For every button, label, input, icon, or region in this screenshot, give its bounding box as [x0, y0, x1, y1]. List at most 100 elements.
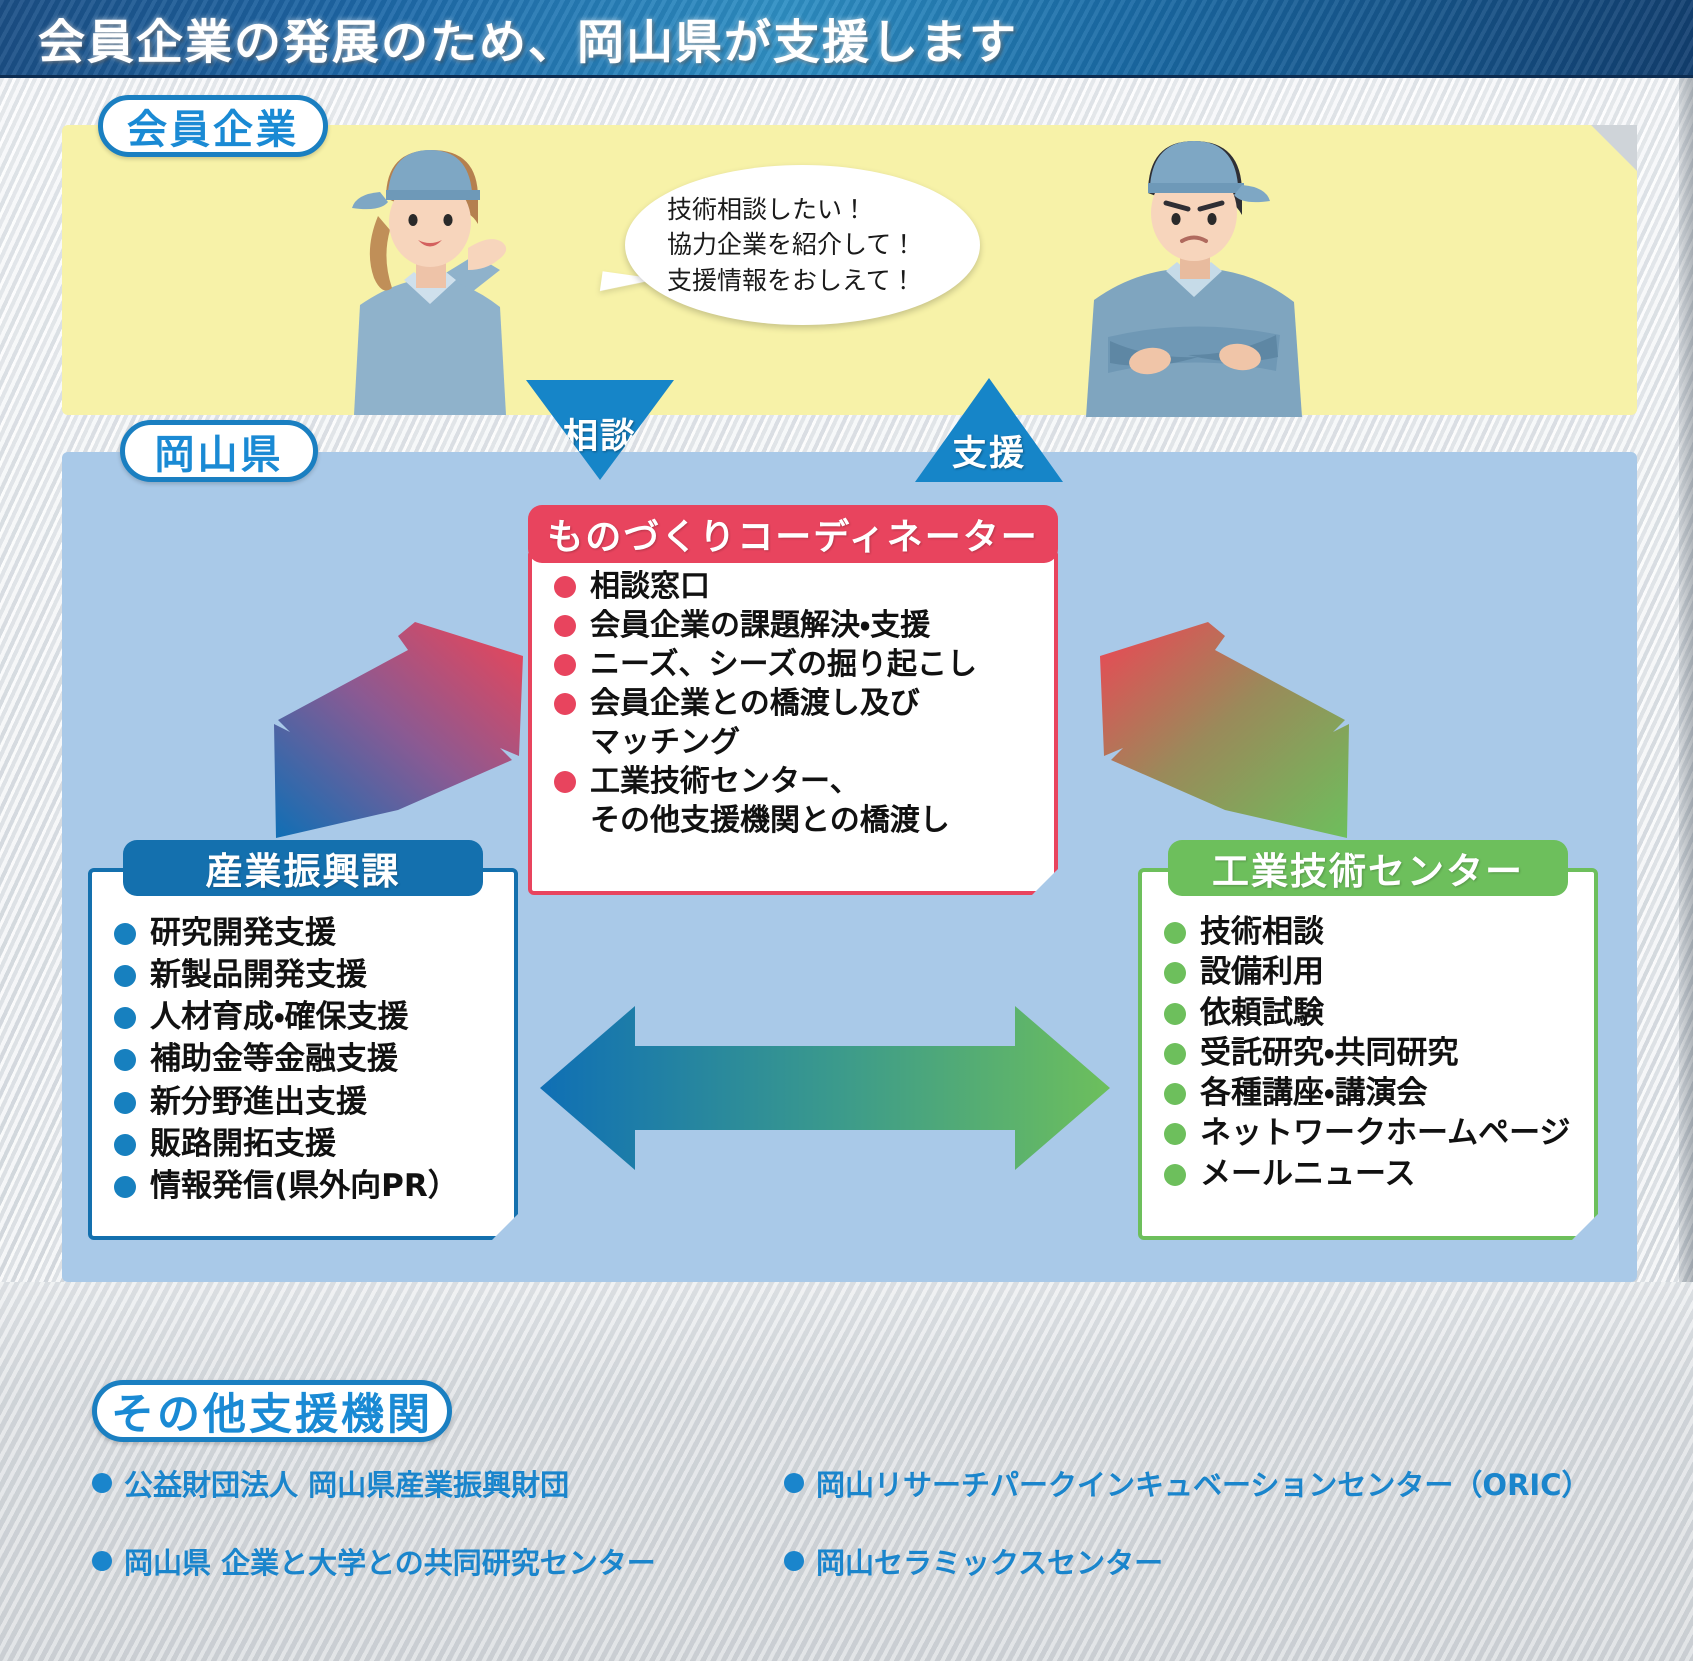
bullet-dot-icon — [1164, 922, 1186, 944]
other-institution-label: 公益財団法人 岡山県産業振興財団 — [124, 1468, 570, 1502]
coordinator-item-label: 会員企業との橋渡し及び — [590, 686, 920, 721]
coordinator-item-label: 会員企業の課題解決・支援 — [590, 608, 931, 643]
bullet-dot-icon — [554, 654, 576, 676]
bullet-dot-icon — [114, 965, 136, 987]
industry-division-item: 人材育成・確保支援 — [114, 996, 496, 1038]
badge-prefecture: 岡山県 — [120, 420, 318, 482]
industry-division-item-label: 補助金等金融支援 — [150, 1041, 398, 1078]
bullet-dot-icon — [1164, 1083, 1186, 1105]
bullet-dot-icon — [1164, 1123, 1186, 1145]
coordinator-item-continuation-2: その他支援機関との橋渡し — [590, 803, 950, 838]
bullet-dot-icon — [114, 1176, 136, 1198]
bullet-dot-icon — [1164, 962, 1186, 984]
tech-center-card: 技術相談 設備利用 依頼試験 受託研究・共同研究 各種講座・講演会 — [1138, 840, 1598, 1240]
coordinator-item-label: 工業技術センター、 — [590, 764, 860, 799]
bullet-dot-icon — [114, 1134, 136, 1156]
industry-division-item: 研究開発支援 — [114, 912, 496, 954]
tech-center-card-body: 技術相談 設備利用 依頼試験 受託研究・共同研究 各種講座・講演会 — [1138, 868, 1598, 1240]
coordinator-card-body: 相談窓口 会員企業の課題解決・支援 ニーズ、シーズの掘り起こし 会員企業との橋渡… — [528, 549, 1058, 895]
coordinator-card-title: ものづくりコーディネーター — [528, 505, 1058, 563]
tech-center-item: 設備利用 — [1164, 952, 1576, 992]
coordinator-item-continuation: マッチング — [590, 725, 740, 760]
tech-center-card-title: 工業技術センター — [1168, 840, 1568, 896]
badge-other-institutions: その他支援機関 — [92, 1380, 452, 1442]
coordinator-item: 会員企業の課題解決・支援 — [554, 606, 1036, 645]
coordinator-item: 会員企業との橋渡し及び — [554, 684, 1036, 723]
coordinator-card: 相談窓口 会員企業の課題解決・支援 ニーズ、シーズの掘り起こし 会員企業との橋渡… — [528, 505, 1058, 895]
tech-center-item-label: 受託研究・共同研究 — [1200, 1034, 1459, 1071]
coordinator-industry-arrow — [238, 560, 538, 840]
other-institutions-panel — [0, 1282, 1693, 1661]
industry-division-card-body: 研究開発支援 新製品開発支援 人材育成・確保支援 補助金等金融支援 新分野進出支… — [88, 868, 518, 1240]
other-institution-item: 岡山県 企業と大学との共同研究センター — [92, 1540, 764, 1582]
coordinator-item-label: 相談窓口 — [590, 569, 710, 604]
coordinator-item-list: 相談窓口 会員企業の課題解決・支援 ニーズ、シーズの掘り起こし 会員企業との橋渡… — [554, 567, 1036, 723]
other-institution-item: 岡山リサーチパークインキュベーションセンター（ORIC） — [784, 1462, 1652, 1504]
tech-center-item-label: ネットワークホームページ — [1200, 1115, 1571, 1152]
bullet-dot-icon — [554, 576, 576, 598]
speech-line-3: 支援情報をおしえて！ — [667, 265, 916, 295]
industry-division-item: 新製品開発支援 — [114, 954, 496, 996]
industry-division-card: 研究開発支援 新製品開発支援 人材育成・確保支援 補助金等金融支援 新分野進出支… — [88, 840, 518, 1240]
coordinator-item: ニーズ、シーズの掘り起こし — [554, 645, 1036, 684]
other-institutions-list: 公益財団法人 岡山県産業振興財団 岡山リサーチパークインキュベーションセンター（… — [92, 1462, 1652, 1582]
industry-division-item-label: 研究開発支援 — [150, 915, 336, 951]
bullet-dot-icon — [114, 1092, 136, 1114]
tech-center-item: 各種講座・講演会 — [1164, 1073, 1576, 1113]
industry-division-card-title: 産業振興課 — [123, 840, 483, 896]
industry-division-item: 販路開拓支援 — [114, 1123, 496, 1165]
speech-line-1: 技術相談したい！ — [667, 194, 868, 224]
coordinator-item-list-2: 工業技術センター、 — [554, 762, 1036, 801]
header-bar: 会員企業の発展のため、岡山県が支援します — [0, 0, 1693, 78]
page-title: 会員企業の発展のため、岡山県が支援します — [38, 15, 1018, 70]
other-institution-label: 岡山リサーチパークインキュベーションセンター（ORIC） — [816, 1468, 1591, 1502]
industry-division-item: 補助金等金融支援 — [114, 1038, 496, 1080]
industry-tech-arrow — [540, 1000, 1110, 1175]
coordinator-tech-arrow — [1085, 560, 1385, 840]
industry-division-item-label: 新製品開発支援 — [150, 957, 367, 994]
speech-bubble: 技術相談したい！ 協力企業を紹介して！ 支援情報をおしえて！ — [625, 165, 980, 325]
bullet-dot-icon — [92, 1551, 112, 1571]
tech-center-item-label: 各種講座・講演会 — [1200, 1075, 1428, 1112]
tech-center-item-label: 依頼試験 — [1200, 994, 1324, 1031]
industry-division-item-label: 販路開拓支援 — [150, 1125, 336, 1162]
speech-line-2: 協力企業を紹介して！ — [667, 230, 917, 260]
coordinator-item: 工業技術センター、 — [554, 762, 1036, 801]
bullet-dot-icon — [1164, 1164, 1186, 1186]
worker-man-illustration — [1050, 105, 1340, 417]
worker-woman-illustration — [300, 120, 560, 415]
right-edge-shade — [1679, 78, 1693, 1282]
industry-division-item-list: 研究開発支援 新製品開発支援 人材育成・確保支援 補助金等金融支援 新分野進出支… — [114, 912, 496, 1207]
support-arrow-label: 支援 — [951, 434, 1026, 474]
other-institution-label: 岡山セラミックスセンター — [816, 1546, 1164, 1580]
industry-division-item-label: 情報発信(県外向PR） — [150, 1167, 459, 1204]
bullet-dot-icon — [114, 1049, 136, 1071]
bullet-dot-icon — [554, 615, 576, 637]
industry-division-item: 新分野進出支援 — [114, 1081, 496, 1123]
industry-division-item-label: 新分野進出支援 — [150, 1083, 367, 1120]
industry-division-item: 情報発信(県外向PR） — [114, 1165, 496, 1207]
bullet-dot-icon — [554, 693, 576, 715]
bullet-dot-icon — [784, 1551, 804, 1571]
tech-center-item: ネットワークホームページ — [1164, 1113, 1576, 1153]
bullet-dot-icon — [1164, 1043, 1186, 1065]
other-institution-label: 岡山県 企業と大学との共同研究センター — [124, 1546, 656, 1580]
bullet-dot-icon — [784, 1473, 804, 1493]
badge-member-company: 会員企業 — [98, 95, 328, 157]
coordinator-item: 相談窓口 — [554, 567, 1036, 606]
coordinator-item-label: ニーズ、シーズの掘り起こし — [590, 647, 977, 682]
tech-center-item: メールニュース — [1164, 1154, 1576, 1194]
tech-center-item-list: 技術相談 設備利用 依頼試験 受託研究・共同研究 各種講座・講演会 — [1164, 912, 1576, 1194]
tech-center-item-label: メールニュース — [1200, 1155, 1416, 1192]
bullet-dot-icon — [114, 923, 136, 945]
bullet-dot-icon — [92, 1473, 112, 1493]
industry-division-item-label: 人材育成・確保支援 — [150, 999, 409, 1036]
bullet-dot-icon — [114, 1007, 136, 1029]
bullet-dot-icon — [554, 771, 576, 793]
bullet-dot-icon — [1164, 1003, 1186, 1025]
tech-center-item: 受託研究・共同研究 — [1164, 1033, 1576, 1073]
tech-center-item-label: 設備利用 — [1200, 954, 1324, 991]
tech-center-item: 依頼試験 — [1164, 993, 1576, 1033]
tech-center-item: 技術相談 — [1164, 912, 1576, 952]
